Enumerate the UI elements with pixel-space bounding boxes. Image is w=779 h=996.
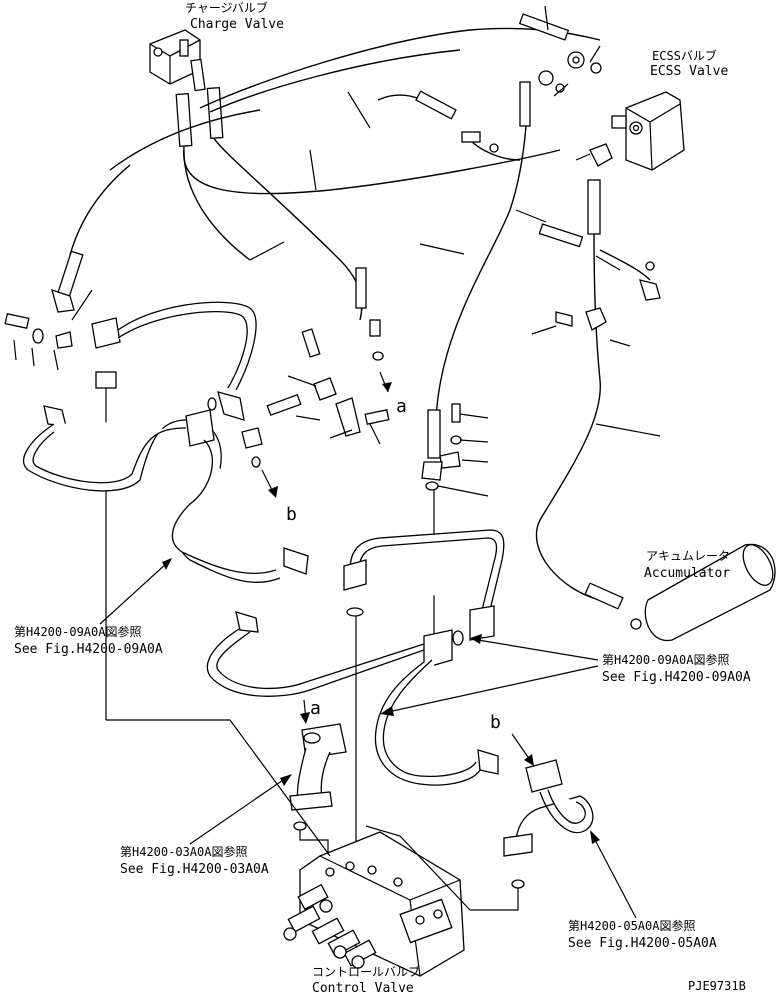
ref-h05-en: See Fig.H4200-05A0A xyxy=(568,936,717,951)
ref-h09-left-en: See Fig.H4200-09A0A xyxy=(14,642,163,657)
control-valve xyxy=(283,831,465,977)
marker-b-upper: b xyxy=(286,504,297,525)
accumulator-label-jp: アキュムレータ xyxy=(646,549,730,563)
accumulator xyxy=(584,543,776,642)
ref-h09-left-jp: 第H4200-09A0A図参照 xyxy=(14,624,141,639)
pipe-lower-left xyxy=(23,405,309,583)
ecss-valve xyxy=(589,91,685,171)
center-hose-fittings xyxy=(421,403,462,640)
left-fittings xyxy=(4,313,121,720)
ref-h03-en: See Fig.H4200-03A0A xyxy=(120,862,269,877)
pipe-upper-left xyxy=(117,301,257,421)
marker-arrows-upper xyxy=(261,371,392,498)
ecss-hose-fittings xyxy=(435,13,661,601)
ref-h09-right-en: See Fig.H4200-09A0A xyxy=(602,670,751,685)
control-valve-label-jp: コントロールバルブ xyxy=(312,964,420,979)
marker-b-lower: b xyxy=(490,712,501,733)
ref-h05-jp: 第H4200-05A0A図参照 xyxy=(568,918,695,933)
marker-a-lower: a xyxy=(310,698,321,719)
leader-lines xyxy=(13,5,661,497)
ref-h09-right-jp: 第H4200-09A0A図参照 xyxy=(602,652,729,667)
charge-valve-label-en: Charge Valve xyxy=(190,17,284,32)
hoses-upper xyxy=(51,27,601,313)
accumulator-label-en: Accumulator xyxy=(644,566,730,581)
marker-a-upper: a xyxy=(396,396,407,417)
ecss-valve-label-jp: ECSSバルブ xyxy=(652,48,717,63)
drawing-id: PJE9731B xyxy=(688,979,746,993)
reference-arrows xyxy=(99,558,637,919)
pipe-05a0a xyxy=(470,759,594,911)
pipe-elbow-03a0a xyxy=(289,723,347,852)
control-valve-label-en: Control Valve xyxy=(312,981,414,996)
pipe-center xyxy=(206,529,505,850)
ecss-valve-label-en: ECSS Valve xyxy=(650,64,728,79)
charge-valve xyxy=(149,29,206,92)
ref-h03-jp: 第H4200-03A0A図参照 xyxy=(120,844,247,859)
charge-valve-label-jp: チャージバルブ xyxy=(185,0,268,15)
middle-fittings xyxy=(241,267,390,468)
